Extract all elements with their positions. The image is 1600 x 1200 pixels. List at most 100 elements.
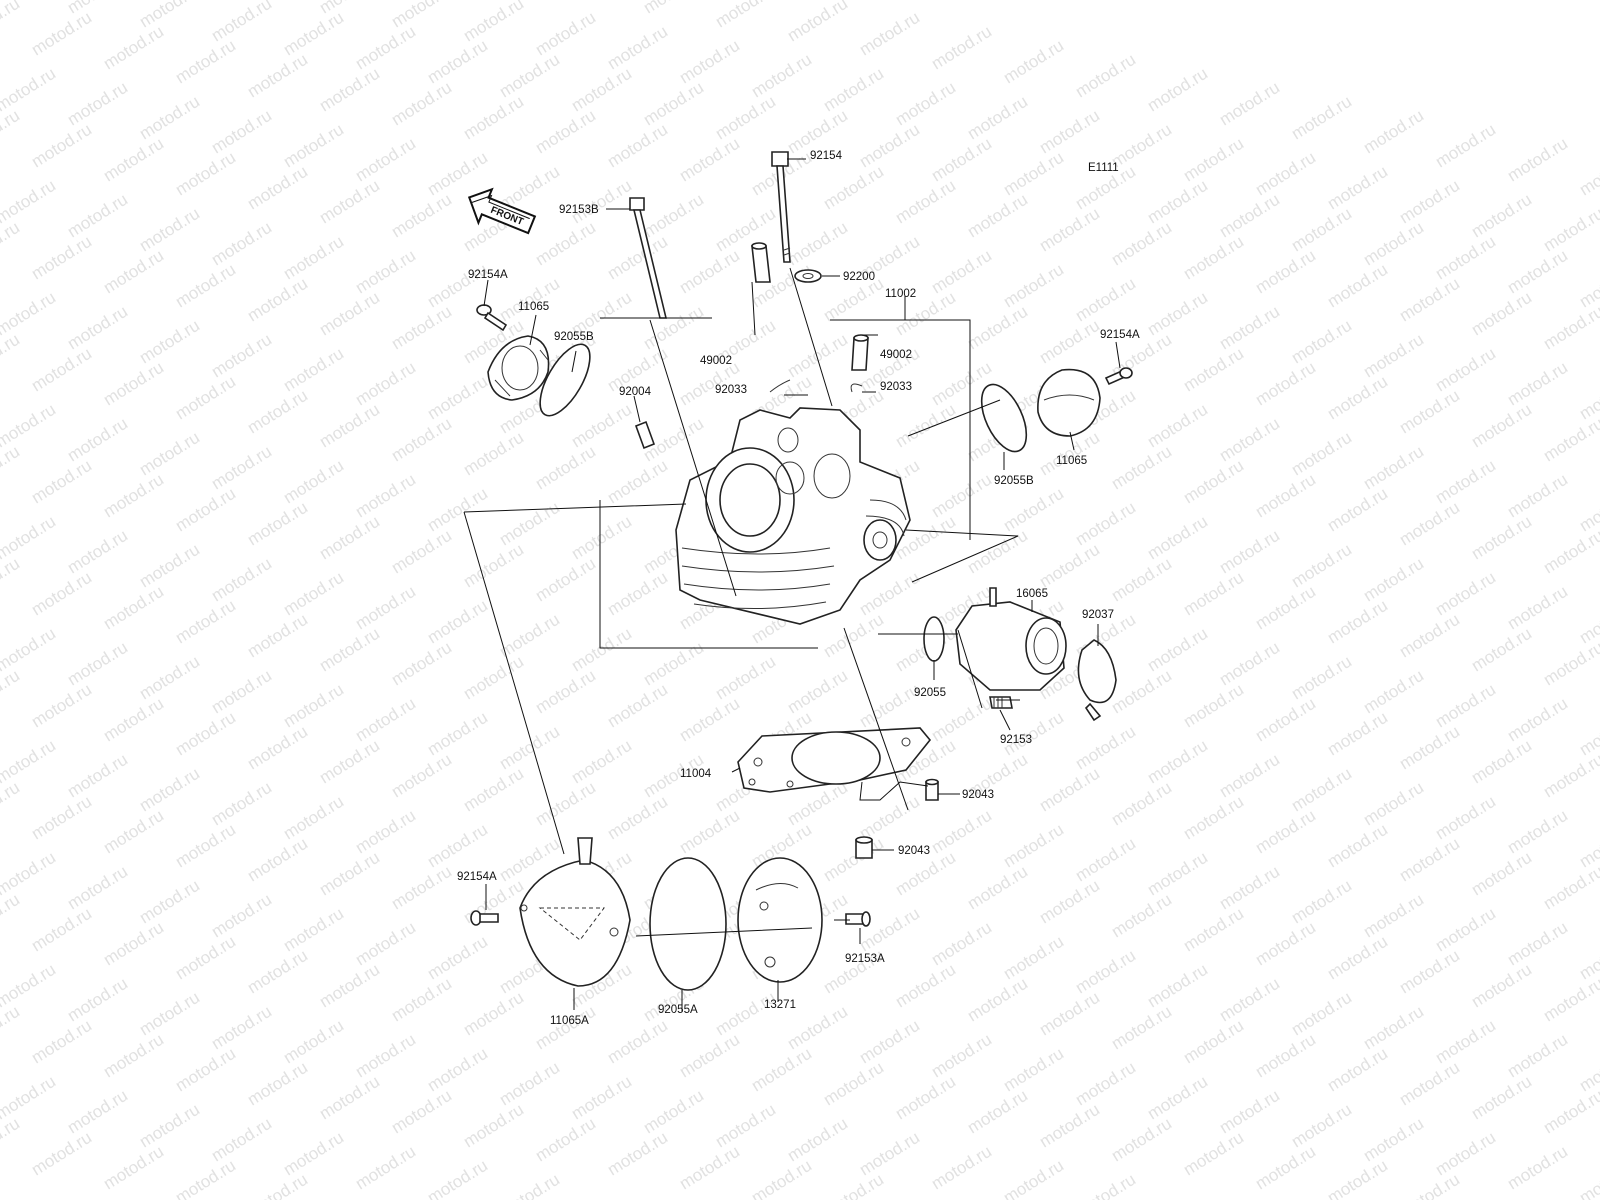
watermark-text: motod.ru	[1324, 484, 1391, 536]
watermark-text: motod.ru	[568, 624, 635, 676]
watermark-text: motod.ru	[64, 190, 131, 242]
watermark-text: motod.ru	[1324, 1156, 1391, 1200]
watermark-text: motod.ru	[424, 260, 491, 312]
watermark-text: motod.ru	[388, 1086, 455, 1138]
watermark-text: motod.ru	[1108, 890, 1175, 942]
watermark-text: motod.ru	[1396, 1058, 1463, 1110]
watermark-text: motod.ru	[316, 736, 383, 788]
watermark-text: motod.ru	[1504, 470, 1571, 522]
oring-92055b-right	[980, 383, 1028, 453]
watermark-text: motod.ru	[460, 652, 527, 704]
bolt-92153	[989, 696, 1013, 709]
watermark-text: motod.ru	[1432, 232, 1499, 284]
watermark-text: motod.ru	[712, 988, 779, 1040]
watermark-text: motod.ru	[532, 8, 599, 60]
watermark-text: motod.ru	[28, 904, 95, 956]
watermark-text: motod.ru	[676, 806, 743, 858]
watermark-text: motod.ru	[1180, 1128, 1247, 1180]
oring-92055	[923, 616, 945, 662]
watermark-text: motod.ru	[244, 1170, 311, 1200]
watermark-text: motod.ru	[496, 50, 563, 102]
watermark-text: motod.ru	[352, 470, 419, 522]
watermark-text: motod.ru	[604, 1128, 671, 1180]
watermark-text: motod.ru	[64, 750, 131, 802]
watermark-text: motod.ru	[460, 988, 527, 1040]
watermark-text: motod.ru	[1360, 442, 1427, 494]
watermark-text: motod.ru	[316, 1072, 383, 1124]
watermark-text: motod.ru	[1540, 1086, 1600, 1138]
watermark-text: motod.ru	[1504, 582, 1571, 634]
watermark-text: motod.ru	[1504, 1030, 1571, 1082]
label-11065-left: 11065	[518, 301, 549, 313]
watermark-text: motod.ru	[604, 232, 671, 284]
watermark-text: motod.ru	[460, 92, 527, 144]
watermark-text: motod.ru	[1108, 1114, 1175, 1166]
watermark-text: motod.ru	[316, 624, 383, 676]
watermark-text: motod.ru	[424, 484, 491, 536]
cover-11065a	[519, 837, 631, 987]
watermark-text: motod.ru	[1468, 960, 1535, 1012]
watermark-text: motod.ru	[712, 1100, 779, 1152]
watermark-text: motod.ru	[640, 638, 707, 690]
watermark-text: motod.ru	[64, 1086, 131, 1138]
watermark-text: motod.ru	[1468, 190, 1535, 242]
watermark-text: motod.ru	[1180, 344, 1247, 396]
watermark-text: motod.ru	[1180, 134, 1247, 186]
watermark-text: motod.ru	[352, 358, 419, 410]
watermark-text: motod.ru	[280, 344, 347, 396]
watermark-text: motod.ru	[532, 106, 599, 158]
watermark-text: motod.ru	[280, 680, 347, 732]
watermark-text: motod.ru	[1360, 1002, 1427, 1054]
watermark-text: motod.ru	[1252, 582, 1319, 634]
watermark-text: motod.ru	[424, 36, 491, 88]
clamp-92037	[1077, 639, 1117, 722]
watermark-text: motod.ru	[1252, 246, 1319, 298]
leader-lines	[483, 158, 1121, 1012]
watermark-text: motod.ru	[1036, 106, 1103, 158]
watermark-text: motod.ru	[1216, 750, 1283, 802]
watermark-text: motod.ru	[1000, 260, 1067, 312]
watermark-text: motod.ru	[1144, 512, 1211, 564]
watermark-text: motod.ru	[172, 36, 239, 88]
watermark-text: motod.ru	[100, 806, 167, 858]
watermark-text: motod.ru	[0, 1114, 23, 1166]
watermark-text: motod.ru	[1360, 666, 1427, 718]
watermark-text: motod.ru	[712, 652, 779, 704]
label-16065: 16065	[1016, 588, 1048, 600]
watermark-text: motod.ru	[928, 918, 995, 970]
watermark-text: motod.ru	[208, 778, 275, 830]
watermark-text: motod.ru	[100, 582, 167, 634]
watermark-text: motod.ru	[1036, 1100, 1103, 1152]
watermark-text: motod.ru	[136, 540, 203, 592]
watermark-text: motod.ru	[748, 1044, 815, 1096]
watermark-text: motod.ru	[604, 120, 671, 172]
watermark-text: motod.ru	[100, 918, 167, 970]
watermark-text: motod.ru	[1468, 624, 1535, 676]
watermark-text: motod.ru	[856, 792, 923, 844]
cover-11065-left	[487, 335, 550, 401]
watermark-text: motod.ru	[280, 904, 347, 956]
watermark-text: motod.ru	[28, 8, 95, 60]
watermark-text: motod.ru	[1000, 932, 1067, 984]
label-92200: 92200	[843, 271, 875, 283]
watermark-text: motod.ru	[1252, 1030, 1319, 1082]
watermark-text: motod.ru	[0, 330, 23, 382]
watermark-text: motod.ru	[604, 1016, 671, 1068]
watermark-text: motod.ru	[244, 162, 311, 214]
watermark-text: motod.ru	[1432, 456, 1499, 508]
watermark-text: motod.ru	[856, 1016, 923, 1068]
watermark-text: motod.ru	[964, 862, 1031, 914]
watermark-text: motod.ru	[1144, 288, 1211, 340]
watermark-text: motod.ru	[1324, 708, 1391, 760]
dowel-pin-92043-lower	[855, 836, 873, 859]
watermark-text: motod.ru	[928, 694, 995, 746]
label-92153b: 92153B	[559, 204, 599, 216]
watermark-text: motod.ru	[1540, 750, 1600, 802]
watermark-text: motod.ru	[172, 932, 239, 984]
watermark-text: motod.ru	[244, 386, 311, 438]
watermark-text: motod.ru	[424, 708, 491, 760]
watermark-text: motod.ru	[820, 834, 887, 886]
watermark-text: motod.ru	[892, 960, 959, 1012]
watermark-text: motod.ru	[964, 974, 1031, 1026]
watermark-text: motod.ru	[1324, 372, 1391, 424]
